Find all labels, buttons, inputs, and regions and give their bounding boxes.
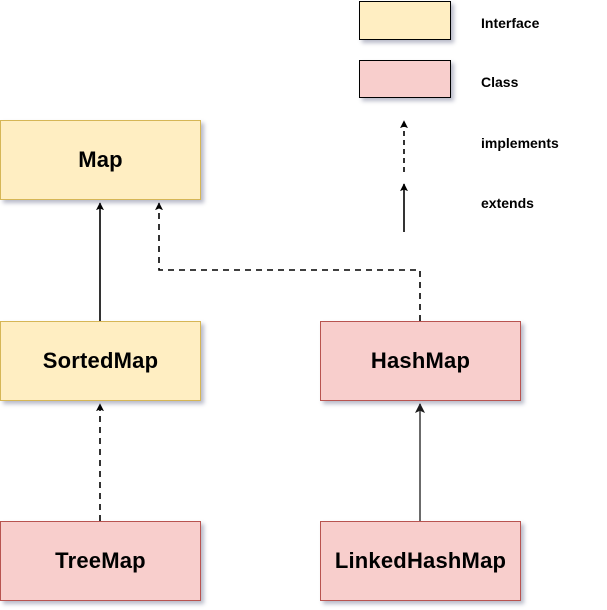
node-map[interactable]: Map: [0, 120, 201, 200]
node-sortedmap[interactable]: SortedMap: [0, 321, 201, 401]
legend-class-label: Class: [481, 74, 519, 90]
node-treemap[interactable]: TreeMap: [0, 521, 201, 601]
legend-class-swatch: [359, 60, 451, 98]
legend-interface-swatch: [359, 1, 451, 40]
node-hashmap[interactable]: HashMap: [320, 321, 521, 401]
legend-implements-label: implements: [481, 135, 559, 151]
legend-extends-label: extends: [481, 195, 534, 211]
node-linkedhashmap[interactable]: LinkedHashMap: [320, 521, 521, 601]
node-linkedhashmap-label: LinkedHashMap: [334, 548, 507, 573]
legend-interface-label: Interface: [481, 15, 540, 31]
node-sortedmap-label: SortedMap: [42, 348, 159, 373]
node-map-label: Map: [78, 147, 123, 172]
node-hashmap-label: HashMap: [370, 348, 471, 373]
node-treemap-label: TreeMap: [55, 548, 146, 573]
edge-hashmap-implements-map: [155, 202, 421, 321]
